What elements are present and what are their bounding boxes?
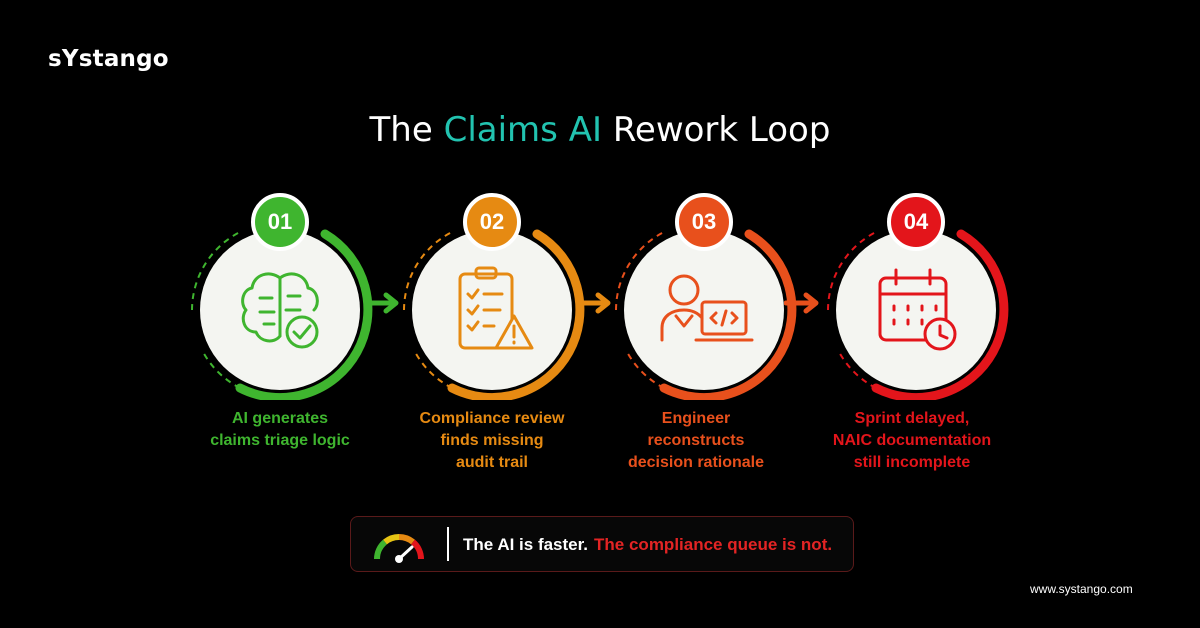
page-title: The Claims AI Rework Loop [0,110,1200,150]
title-accent: Claims AI [443,110,602,150]
progress-ring [827,229,1009,400]
step-3-caption: Engineer reconstructs decision rationale [627,410,765,471]
progress-ring [191,229,373,400]
arrow-right-icon [576,292,611,314]
arrow-right-icon [364,292,399,314]
calendar-clock-icon [878,268,957,351]
tagline-bar: The AI is faster. The compliance queue is… [350,516,854,572]
title-pre: The [369,110,433,150]
engineer-laptop-icon [660,274,754,342]
progress-ring [615,229,797,400]
step-disc [836,230,996,390]
progress-ring [403,229,585,400]
divider [447,527,449,561]
step-disc [624,230,784,390]
step-4-caption: Sprint delayed, NAIC documentation still… [832,410,992,471]
step-number-badge: 04 [887,193,945,251]
step-1-caption: AI generates claims triage logic [210,410,350,449]
step-4: 04 [816,190,1016,400]
clipboard-warning-icon [458,266,534,350]
tagline-part-1: The AI is faster. [463,535,589,554]
title-post: Rework Loop [612,110,831,150]
website-url: www.systango.com [1030,582,1133,596]
step-disc [412,230,572,390]
step-2-caption: Compliance review finds missing audit tr… [419,410,565,471]
brain-check-icon [241,272,319,349]
tagline-text: The AI is faster. The compliance queue is… [463,517,832,573]
systango-logo: sYstango [48,46,169,72]
step-3: 03 [604,190,804,400]
speedometer-icon [373,533,425,563]
tagline-part-2: The compliance queue is not. [594,535,833,554]
step-number-badge: 02 [463,193,521,251]
step-number-badge: 03 [675,193,733,251]
arrow-right-icon [784,292,819,314]
step-1: 01 [180,190,380,400]
step-number-badge: 01 [251,193,309,251]
step-disc [200,230,360,390]
step-2: 02 [392,190,592,400]
